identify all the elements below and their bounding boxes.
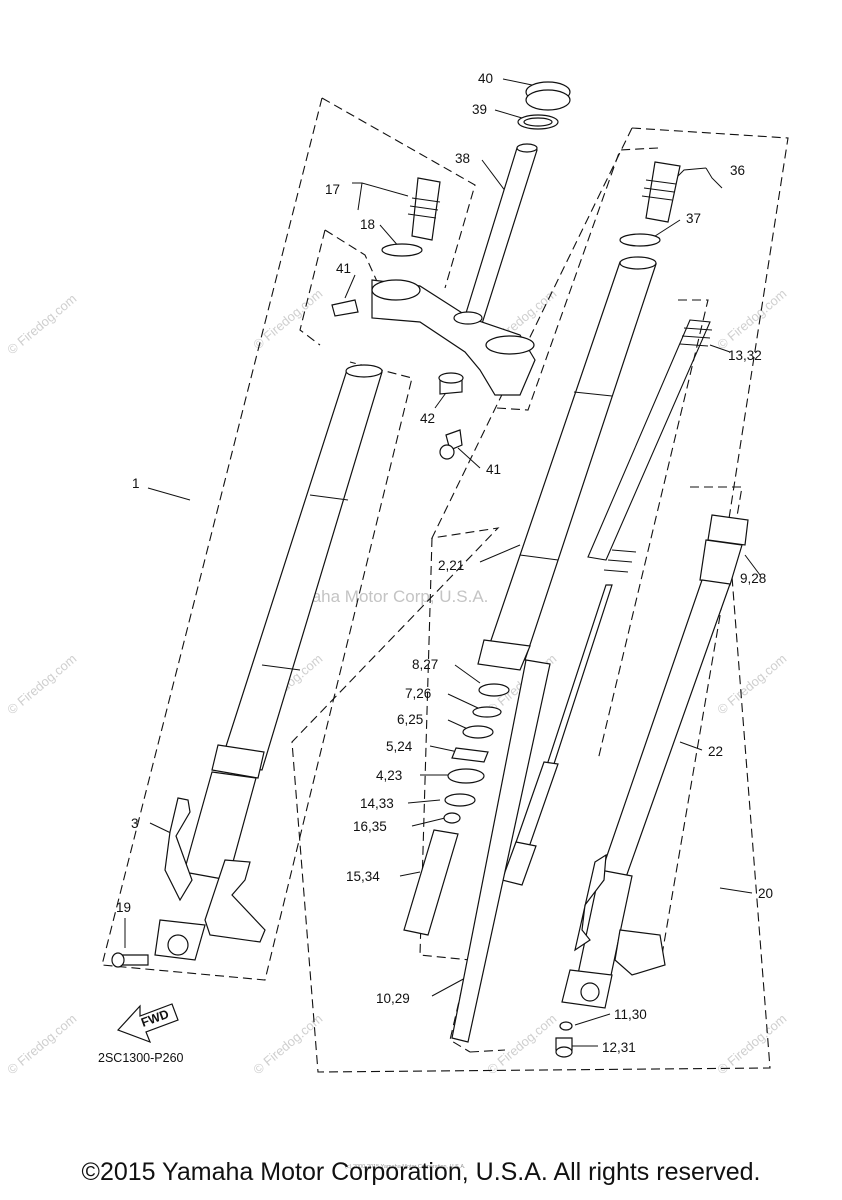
callout-8-27: 8,27 (412, 657, 438, 672)
diagram-code: 2SC1300-P260 (98, 1051, 184, 1065)
part-17-cap-bolt (411, 177, 441, 241)
callout-5-24: 5,24 (386, 739, 413, 754)
callout-41-a: 41 (336, 261, 351, 276)
callout-12-31: 12,31 (602, 1040, 636, 1055)
callout-40: 40 (478, 71, 493, 86)
callout-6-25: 6,25 (397, 712, 423, 727)
right-tube-bottom (477, 639, 531, 671)
left-fork-assembly (111, 364, 383, 968)
watermark-text: © Firedog.com (484, 1011, 559, 1077)
part-14-33 (444, 793, 476, 807)
watermark-text: © Firedog.com (4, 651, 79, 717)
part-16-35 (443, 812, 461, 824)
part-9-28-bush (707, 514, 749, 546)
part-6-25 (462, 725, 494, 739)
part-4-23 (447, 768, 485, 784)
steering-parts (331, 81, 681, 460)
left-fork-seal-band (211, 744, 265, 779)
part-5-24 (451, 747, 489, 763)
callout-39: 39 (472, 102, 487, 117)
watermark-text: © Firedog.com (714, 1011, 789, 1077)
part-22-lower-tube (599, 579, 731, 881)
part-8-27 (478, 683, 510, 697)
left-axle-bracket (204, 859, 266, 943)
fork-spring-upper (587, 319, 711, 561)
left-outer-tube (219, 369, 383, 771)
fwd-arrow: FWD (116, 1003, 179, 1044)
part-15-34-collar (403, 829, 459, 936)
callout-16-35: 16,35 (353, 819, 387, 834)
boundary-inner-bottom (469, 1049, 506, 1053)
copyright-notice: ©2015 Yamaha Motor Corporation, U.S.A. A… (81, 1158, 761, 1186)
boundary-clamp-right (496, 147, 659, 411)
part-36-cap-bolt (645, 161, 681, 223)
right-fork-assembly (403, 256, 749, 1058)
part-41-bolt-a (331, 299, 359, 317)
bolt-19 (121, 954, 149, 966)
boundary-cap-left (321, 97, 476, 289)
boundary-left-inner (419, 537, 471, 961)
callout-22: 22 (708, 744, 723, 759)
boundary-spring (597, 299, 709, 761)
callout-7-26: 7,26 (405, 686, 431, 701)
boundary-clamp-top (324, 229, 381, 289)
callout-38: 38 (455, 151, 470, 166)
leader-lines (124, 78, 761, 1047)
callout-4-23: 4,23 (376, 768, 402, 783)
boundary-right-top (631, 127, 789, 526)
right-inner-tube (451, 659, 551, 1043)
footer-small-text: (c) 2000-2015 Yamaha Motor Corporation, … (345, 1164, 466, 1170)
center-mark-text: Yamaha Motor Corp, U.S.A. (278, 587, 488, 606)
left-tube-top (345, 364, 383, 378)
boundary-left-fork (101, 97, 413, 981)
callout-37: 37 (686, 211, 701, 226)
callout-9-28: 9,28 (740, 571, 766, 586)
callout-1: 1 (132, 476, 140, 491)
boundary-clamp-left (299, 229, 326, 346)
part-18-oring (381, 243, 423, 257)
right-axle-bracket (614, 929, 666, 976)
part-37-oring (619, 233, 661, 247)
callout-14-33: 14,33 (360, 796, 394, 811)
callout-41-b: 41 (486, 462, 501, 477)
callout-10-29: 10,29 (376, 991, 410, 1006)
callout-15-34: 15,34 (346, 869, 380, 884)
callout-42: 42 (420, 411, 435, 426)
fwd-arrow-icon (116, 1003, 179, 1044)
watermark-text: © Firedog.com (4, 1011, 79, 1077)
callout-17: 17 (325, 182, 340, 197)
left-axle-hole (167, 934, 189, 956)
callout-19: 19 (116, 900, 131, 915)
part-11-30 (559, 1021, 573, 1031)
callout-18: 18 (360, 217, 375, 232)
callout-labels: 40 39 38 36 17 37 18 41 13,32 42 41 1 2,… (98, 71, 773, 1170)
boundary-outer-tube (661, 486, 743, 956)
watermark-text: © Firedog.com (250, 286, 325, 352)
callout-36: 36 (730, 163, 745, 178)
watermark-text: © Firedog.com (4, 291, 79, 357)
part-7-26 (472, 706, 502, 718)
callout-20: 20 (758, 886, 773, 901)
left-brake-mount (164, 797, 193, 902)
callout-2-21: 2,21 (438, 558, 464, 573)
callout-3: 3 (131, 816, 139, 831)
right-brake-mount (574, 853, 607, 952)
watermark-text: © Firedog.com (714, 286, 789, 352)
callout-11-30: 11,30 (614, 1007, 647, 1022)
watermark-text: © Firedog.com (714, 651, 789, 717)
part-38-stem (461, 147, 538, 331)
callout-13-32: 13,32 (728, 348, 762, 363)
